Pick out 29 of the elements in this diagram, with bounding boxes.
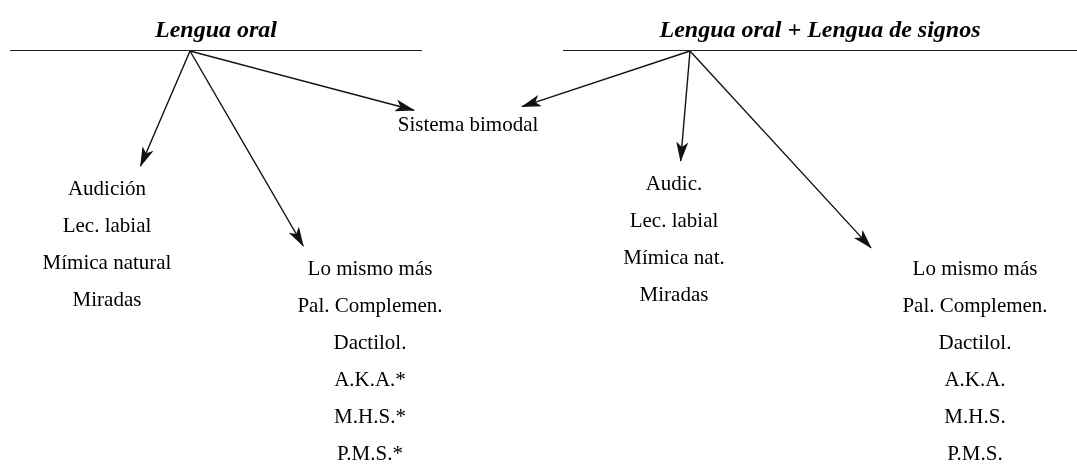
arrow [189, 50, 415, 112]
list-item: Pal. Complemen. [297, 292, 443, 319]
list-item: Lec. labial [62, 212, 152, 239]
list-item: A.K.A.* [334, 366, 406, 393]
list-item: A.K.A. [944, 366, 1006, 393]
list-item: Pal. Complemen. [902, 292, 1048, 319]
list-item: Miradas [72, 286, 142, 313]
arrow [676, 50, 691, 162]
list-item: Audic. [645, 170, 703, 197]
list-item: Dactilol. [333, 329, 407, 356]
node-label: Sistema bimodal [397, 111, 539, 138]
arrow [189, 50, 304, 247]
list-item: Lec. labial [629, 207, 719, 234]
list-item: M.H.S.* [334, 403, 406, 430]
arrow [521, 50, 691, 108]
list-item: Dactilol. [938, 329, 1012, 356]
arrow [139, 50, 191, 167]
list-item: Lo mismo más [307, 255, 433, 282]
list-item: Mímica natural [42, 249, 172, 276]
list-item: P.M.S. [947, 440, 1003, 467]
arrow [689, 50, 872, 249]
list-item: Mímica nat. [623, 244, 725, 271]
list-item: Lo mismo más [912, 255, 1038, 282]
heading: Lengua oral [155, 15, 277, 44]
heading: Lengua oral + Lengua de signos [659, 15, 981, 44]
list-item: Audición [67, 175, 147, 202]
list-item: Miradas [639, 281, 709, 308]
list-item: P.M.S.* [337, 440, 403, 467]
list-item: M.H.S. [944, 403, 1006, 430]
